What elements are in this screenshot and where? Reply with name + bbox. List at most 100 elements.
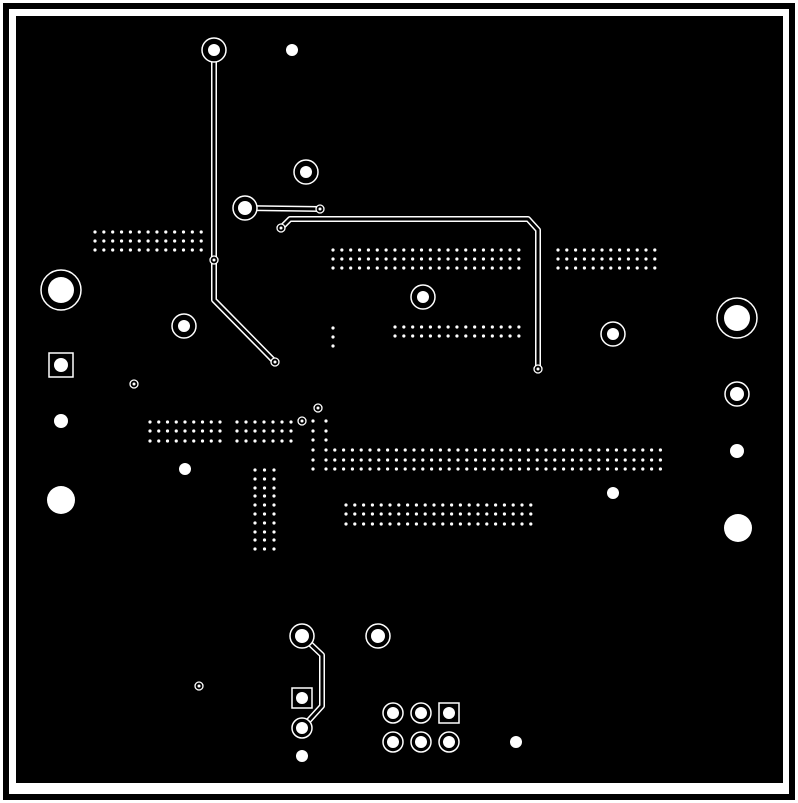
via-grid-long: [438, 467, 442, 471]
via-grid-left: [200, 420, 205, 424]
via-grid-long: [368, 448, 372, 452]
via-grid-lower: [414, 503, 418, 507]
via-grid-left-2: [262, 439, 266, 443]
via-grid-center: [508, 325, 512, 329]
via-grid-long: [359, 467, 363, 471]
via-grid-lower: [450, 503, 454, 507]
via-grid-top-center: [402, 248, 406, 252]
via-grid-top-center: [411, 248, 415, 252]
via-grid-long: [518, 467, 522, 471]
via-grid-lower: [423, 503, 427, 507]
via-grid-center: [517, 334, 521, 338]
via-grid-top-center: [446, 257, 450, 261]
pad-bottom-1-drill: [295, 629, 309, 643]
via-grid-left: [218, 429, 222, 433]
via-grid-top-left: [190, 230, 194, 234]
via-grid-top-center: [490, 257, 494, 261]
via-grid-top-center: [490, 248, 494, 252]
via-grid-top-right: [556, 248, 560, 252]
via-grid-lower: [432, 522, 436, 526]
via-grid-top-center: [419, 257, 424, 261]
via-grid-top-center: [499, 257, 503, 261]
via-grid-vertical: [262, 468, 267, 472]
drill-top: [286, 44, 298, 56]
via-grid-long: [368, 467, 372, 471]
via-grid-lower: [379, 512, 383, 516]
via-grid-long: [342, 448, 346, 452]
via-grid-top-center: [428, 248, 432, 252]
via-grid-lower: [494, 503, 498, 507]
via-grid-long: [482, 458, 486, 462]
via-grid-vertical: [272, 538, 276, 542]
via-grid-lower: [406, 503, 410, 507]
via-grid-top-left: [119, 230, 124, 234]
via-grid-long: [350, 458, 354, 462]
via-grid-top-right: [618, 248, 622, 252]
via-grid-left-2: [253, 429, 257, 433]
via-grid-left-2: [289, 439, 293, 443]
via-grid-long: [606, 458, 610, 462]
pad-left-center-drill: [178, 320, 190, 332]
via-grid-top-right: [653, 257, 657, 261]
via-grid-vertical: [272, 477, 276, 481]
via-column-a: [311, 419, 315, 423]
via-grid-lower: [502, 503, 506, 507]
via-grid-left: [200, 429, 205, 433]
outer-frame: [3, 3, 795, 800]
via-column-b: [324, 438, 328, 442]
via-grid-center: [508, 334, 512, 338]
via-grid-top-center: [464, 257, 468, 261]
via-grid-center: [464, 334, 468, 338]
via-grid-top-left: [181, 230, 186, 234]
via-grid-long: [386, 458, 390, 462]
via-grid-top-left: [173, 248, 177, 252]
via-grid-long: [482, 448, 486, 452]
via-grid-top-center: [508, 266, 512, 270]
via-grid-left: [192, 429, 196, 433]
via-grid-center: [499, 334, 503, 338]
via-grid-top-right: [609, 266, 613, 270]
via-grid-left: [209, 420, 213, 424]
via-grid-long: [465, 467, 469, 471]
via-grid-long: [553, 448, 557, 452]
via-grid-long: [570, 467, 575, 471]
via-grid-top-center: [331, 248, 335, 252]
via-grid-lower: [529, 512, 533, 516]
via-grid-long: [403, 458, 407, 462]
via-grid-center: [419, 325, 424, 329]
via-grid-lower: [458, 503, 462, 507]
via-grid-left-2: [253, 420, 257, 424]
via-grid-long: [394, 467, 398, 471]
via-grid-top-left: [164, 239, 168, 243]
via-grid-long: [658, 458, 663, 462]
via-grid-long: [623, 467, 627, 471]
via-grid-lower: [476, 503, 480, 507]
via-grid-lower: [423, 522, 427, 526]
via-grid-top-left: [199, 239, 203, 243]
via-grid-long: [394, 448, 398, 452]
via-grid-lower: [432, 512, 436, 516]
via-grid-top-center: [473, 248, 477, 252]
via-grid-long: [465, 458, 469, 462]
pad-top-left-drill: [208, 44, 220, 56]
header-pin-drill: [415, 707, 427, 719]
via-grid-long: [535, 467, 539, 471]
via-grid-top-left: [137, 239, 141, 243]
via-grid-top-center: [349, 266, 353, 270]
via-grid-lower: [458, 512, 462, 516]
via-grid-lower: [476, 522, 480, 526]
via-grid-top-center: [481, 248, 486, 252]
via-grid-top-center: [349, 248, 353, 252]
via-grid-center: [481, 325, 486, 329]
via-grid-top-right: [644, 266, 648, 270]
via-grid-center: [490, 334, 494, 338]
via-grid-left-2: [271, 420, 275, 424]
via-grid-vertical: [272, 530, 276, 534]
via-grid-vertical: [262, 486, 267, 490]
via-grid-top-left: [173, 239, 177, 243]
header-pin-drill: [443, 736, 455, 748]
via-grid-top-left: [111, 230, 115, 234]
via-grid-long: [544, 467, 548, 471]
via-grid-lower: [388, 522, 392, 526]
